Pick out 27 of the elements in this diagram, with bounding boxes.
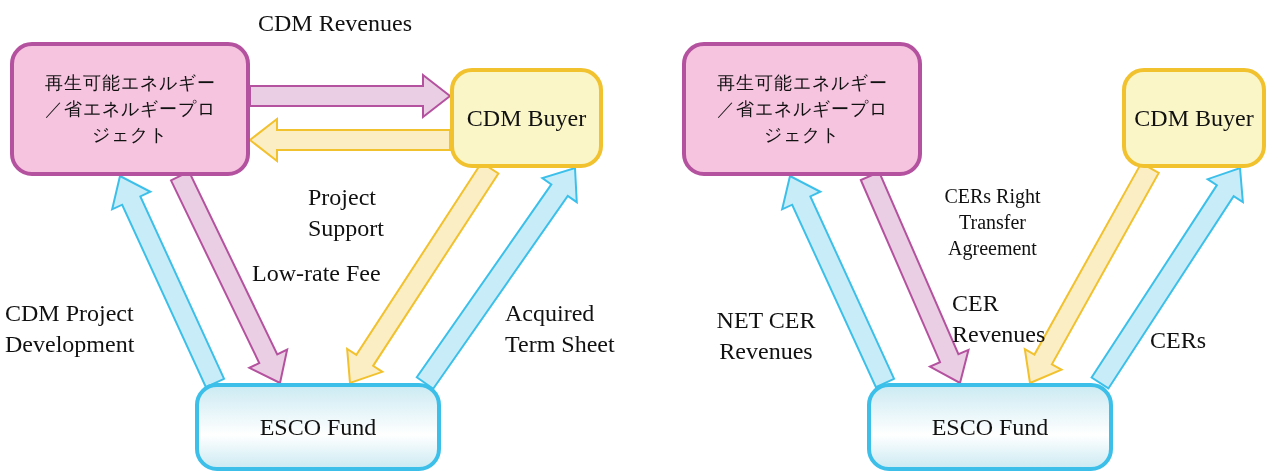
edge-label: NET CER Revenues xyxy=(715,306,817,367)
block-arrow xyxy=(248,116,451,164)
node-label: ESCO Fund xyxy=(259,413,377,442)
buyer-box xyxy=(450,68,603,168)
block-arrow xyxy=(1090,166,1245,390)
fund-box xyxy=(195,383,441,471)
arrow-caption: CDM Revenues xyxy=(258,9,412,38)
edge-label: CER Revenues xyxy=(952,289,1047,350)
node-label: ESCO Fund xyxy=(931,413,1049,442)
edge-label: Low-rate Fee xyxy=(252,259,382,288)
project-box xyxy=(682,42,922,176)
node-label: 再生可能エネルギー／省エネルギープロジェクト xyxy=(43,71,217,148)
block-arrow xyxy=(780,174,896,389)
project-box xyxy=(10,42,250,176)
block-arrow xyxy=(110,174,226,389)
node-label: 再生可能エネルギー／省エネルギープロジェクト xyxy=(715,71,889,148)
node-label: CDM Buyer xyxy=(1134,104,1254,133)
edge-label: CERs Right Transfer Agreement xyxy=(943,184,1042,261)
buyer-box xyxy=(1122,68,1266,168)
edge-label: CDM Project Development xyxy=(5,299,136,360)
fund-box xyxy=(867,383,1113,471)
block-arrow xyxy=(249,72,452,120)
edge-label: CERs xyxy=(1150,326,1207,355)
block-arrow xyxy=(415,166,578,391)
node-label: CDM Buyer xyxy=(466,104,587,133)
edge-label: Acquired Term Sheet xyxy=(505,299,615,360)
edge-label: Project Support xyxy=(308,183,385,244)
